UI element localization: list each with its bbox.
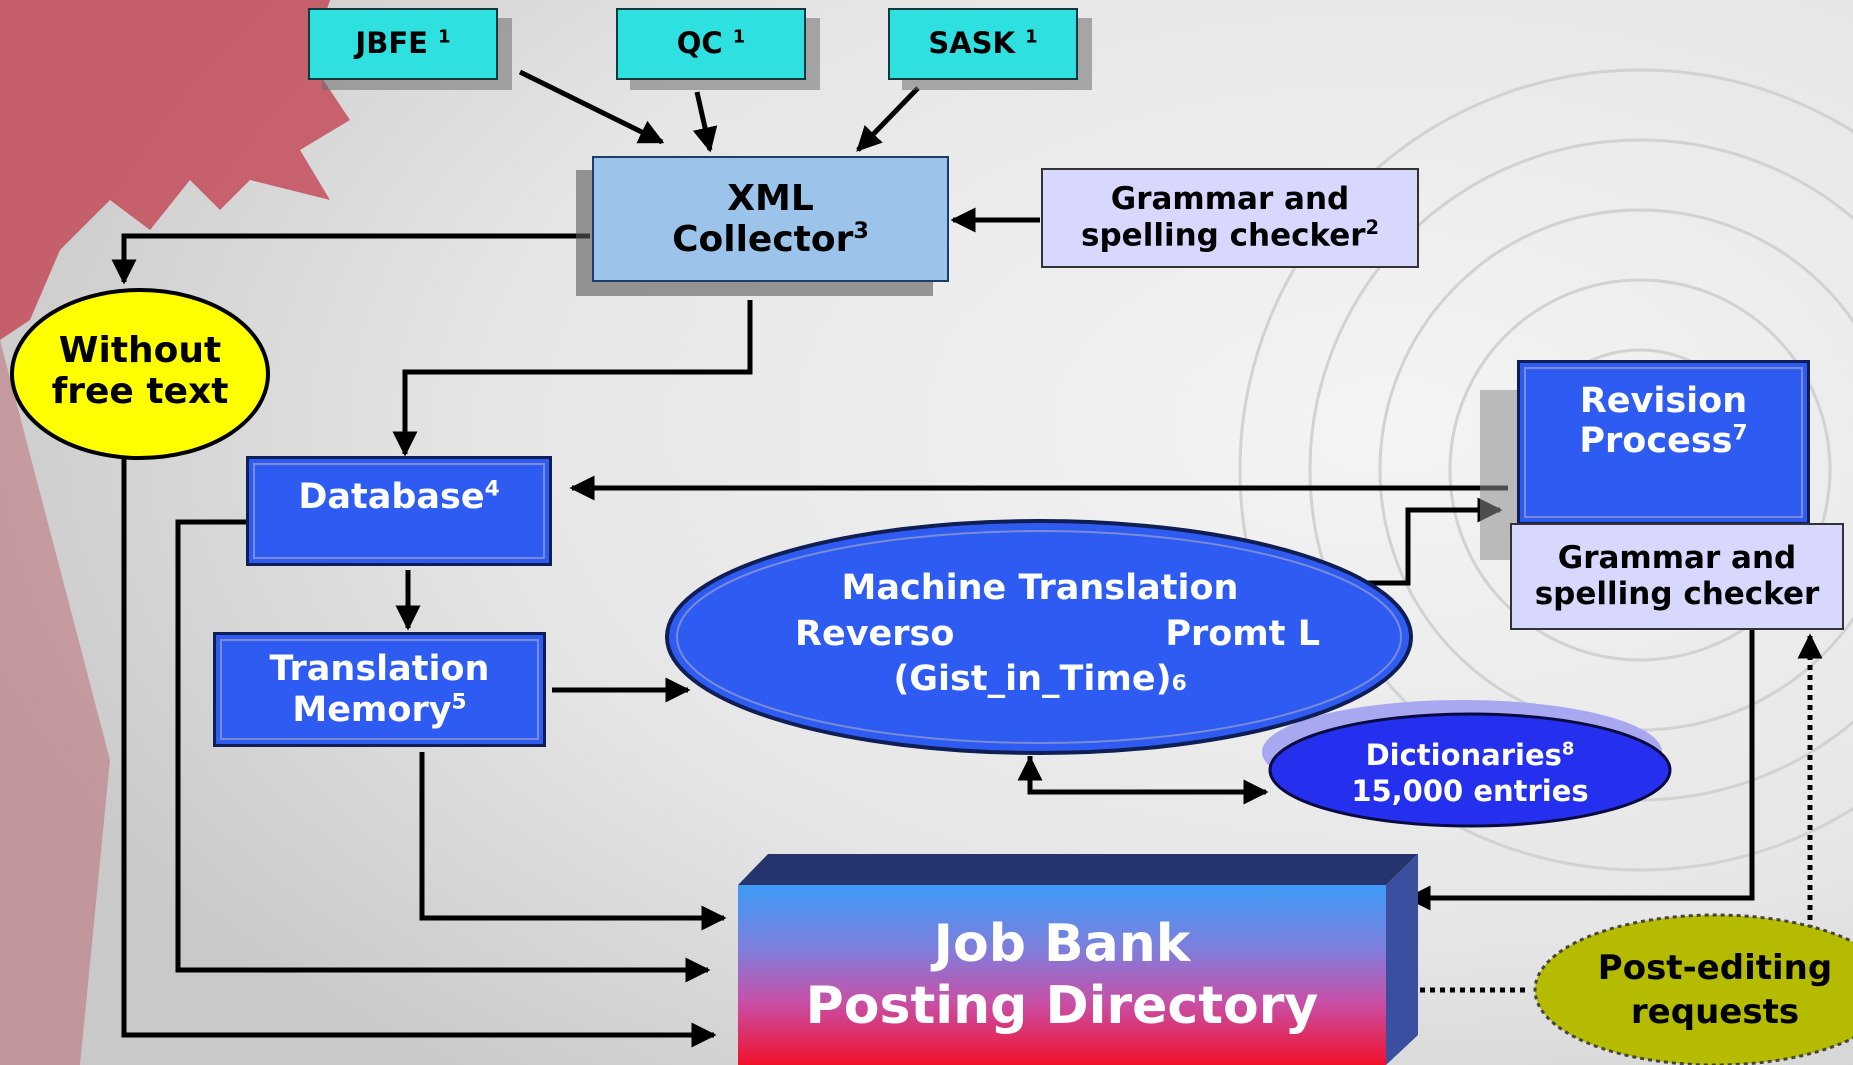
database-box: Database4 bbox=[246, 456, 552, 566]
machine-translation-footnote: 6 bbox=[1171, 671, 1187, 696]
dictionaries-line2: 15,000 entries bbox=[1351, 774, 1589, 809]
dictionaries-ellipse bbox=[1268, 712, 1672, 828]
source-sask-footnote: 1 bbox=[1025, 26, 1038, 48]
machine-translation-title: Machine Translation bbox=[841, 568, 1239, 608]
xml-collector-line1: XML bbox=[727, 177, 814, 219]
source-sask-label: SASK bbox=[928, 26, 1016, 61]
job-bank-line2: Posting Directory bbox=[805, 976, 1319, 1036]
without-free-text-line1: Without bbox=[58, 330, 222, 371]
without-free-text-ellipse bbox=[10, 288, 270, 460]
xml-collector-footnote: 3 bbox=[853, 218, 869, 244]
post-editing-line2: requests bbox=[1630, 992, 1800, 1033]
revision-process-line2: Process bbox=[1579, 421, 1733, 462]
translation-memory-footnote: 5 bbox=[451, 688, 467, 714]
source-qc-label: QC bbox=[676, 26, 723, 61]
without-free-text-line2: free text bbox=[51, 371, 229, 413]
xml-collector-box: XML Collector3 bbox=[592, 156, 949, 282]
grammar-top-line1: Grammar and bbox=[1110, 180, 1350, 217]
grammar-top-footnote: 2 bbox=[1365, 216, 1379, 240]
grammar-checker-right-box: Grammar and spelling checker bbox=[1510, 523, 1844, 630]
maple-leaf-shape bbox=[0, 0, 350, 340]
job-bank-box: Job Bank Posting Directory bbox=[738, 885, 1386, 1065]
translation-memory-box: Translation Memory5 bbox=[213, 632, 546, 747]
source-qc: QC 1 bbox=[616, 8, 806, 80]
job-bank-line1: Job Bank bbox=[933, 913, 1191, 974]
revision-process-footnote: 7 bbox=[1732, 420, 1748, 446]
revision-process-box: Revision Process7 bbox=[1517, 360, 1810, 525]
post-editing-line1: Post-editing bbox=[1597, 948, 1833, 988]
machine-translation-label: Machine Translation Reverso Promt L (Gis… bbox=[760, 566, 1320, 703]
source-qc-footnote: 1 bbox=[732, 26, 746, 48]
grammar-top-line2: spelling checker bbox=[1081, 217, 1366, 254]
translation-memory-line2: Memory bbox=[292, 689, 452, 730]
database-label: Database bbox=[298, 477, 485, 517]
database-footnote: 4 bbox=[484, 476, 500, 502]
source-jbfe-footnote: 1 bbox=[438, 26, 451, 48]
dictionaries-label: Dictionaries8 15,000 entries bbox=[1300, 737, 1640, 810]
machine-translation-promt: Promt L bbox=[1165, 613, 1320, 654]
dictionaries-line1: Dictionaries bbox=[1365, 738, 1562, 772]
source-jbfe-label: JBFE bbox=[355, 26, 428, 61]
machine-translation-reverso: Reverso bbox=[795, 613, 955, 654]
post-editing-label: Post-editing requests bbox=[1560, 946, 1853, 1034]
machine-translation-ellipse bbox=[665, 519, 1413, 755]
machine-translation-gist: (Gist_in_Time) bbox=[893, 659, 1172, 699]
translation-memory-line1: Translation bbox=[269, 649, 490, 690]
without-free-text-label: Without free text bbox=[20, 330, 260, 413]
revision-process-line1: Revision bbox=[1579, 381, 1748, 421]
grammar-checker-top-box: Grammar and spelling checker2 bbox=[1041, 168, 1419, 268]
xml-collector-line2: Collector bbox=[672, 219, 854, 260]
source-jbfe: JBFE 1 bbox=[308, 8, 498, 80]
dictionaries-footnote: 8 bbox=[1561, 738, 1575, 760]
source-sask: SASK 1 bbox=[888, 8, 1078, 80]
grammar-right-line2: spelling checker bbox=[1534, 575, 1820, 612]
post-editing-ellipse bbox=[1533, 913, 1853, 1065]
grammar-right-line1: Grammar and bbox=[1557, 539, 1797, 576]
